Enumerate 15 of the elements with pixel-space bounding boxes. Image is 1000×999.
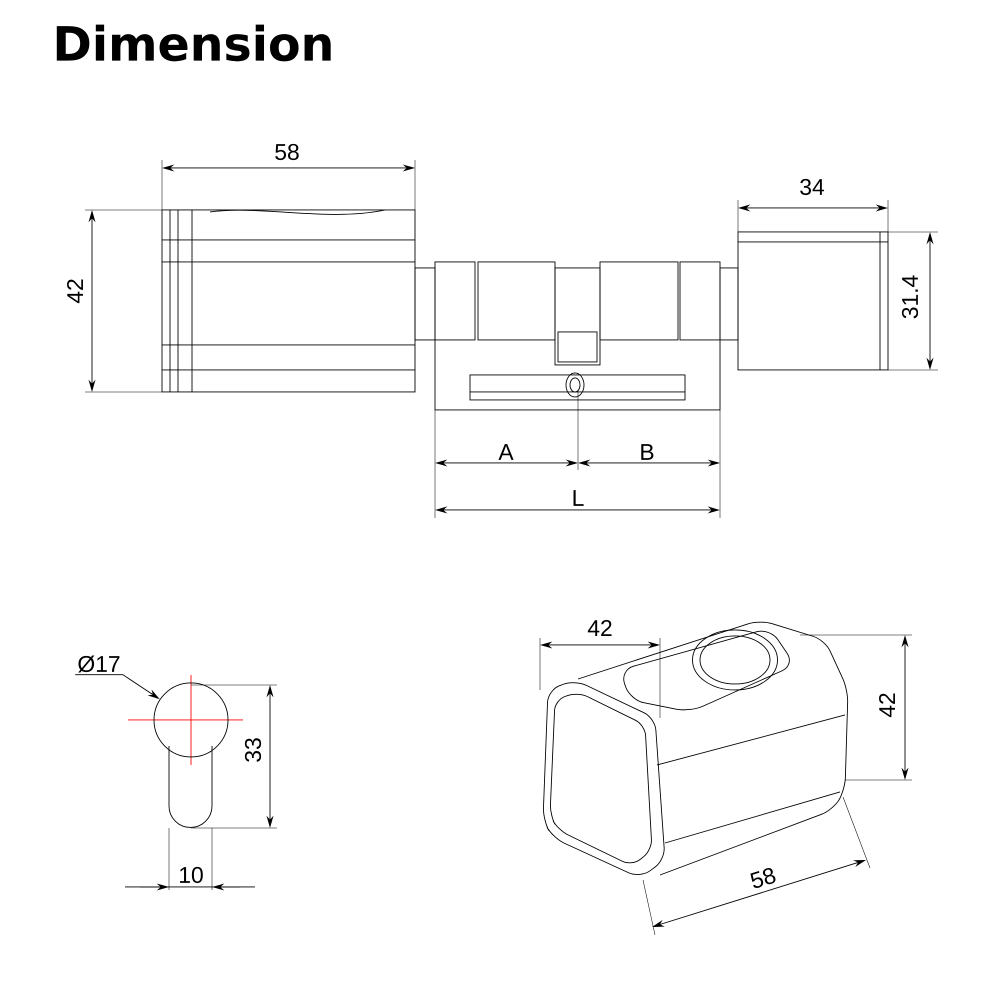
dimension-label: A	[498, 444, 514, 460]
dimension-label: L	[574, 490, 584, 506]
dimension-label: 31.4	[902, 275, 918, 318]
dimension-label: 33	[244, 738, 262, 762]
dimension-label: B	[641, 444, 654, 460]
dimension-label: 58	[275, 144, 299, 160]
keyhole-circle	[154, 682, 228, 758]
dimension-label: 42	[879, 693, 895, 718]
dimension-label: 34	[800, 178, 824, 196]
dimension-label: 42	[588, 620, 612, 636]
dimension-label: 58	[750, 868, 776, 888]
dimension-label: 10	[180, 866, 203, 884]
dimension-label: 42	[67, 279, 83, 304]
dimension-label: Ø17	[78, 656, 120, 672]
title: Dimension	[56, 24, 331, 62]
